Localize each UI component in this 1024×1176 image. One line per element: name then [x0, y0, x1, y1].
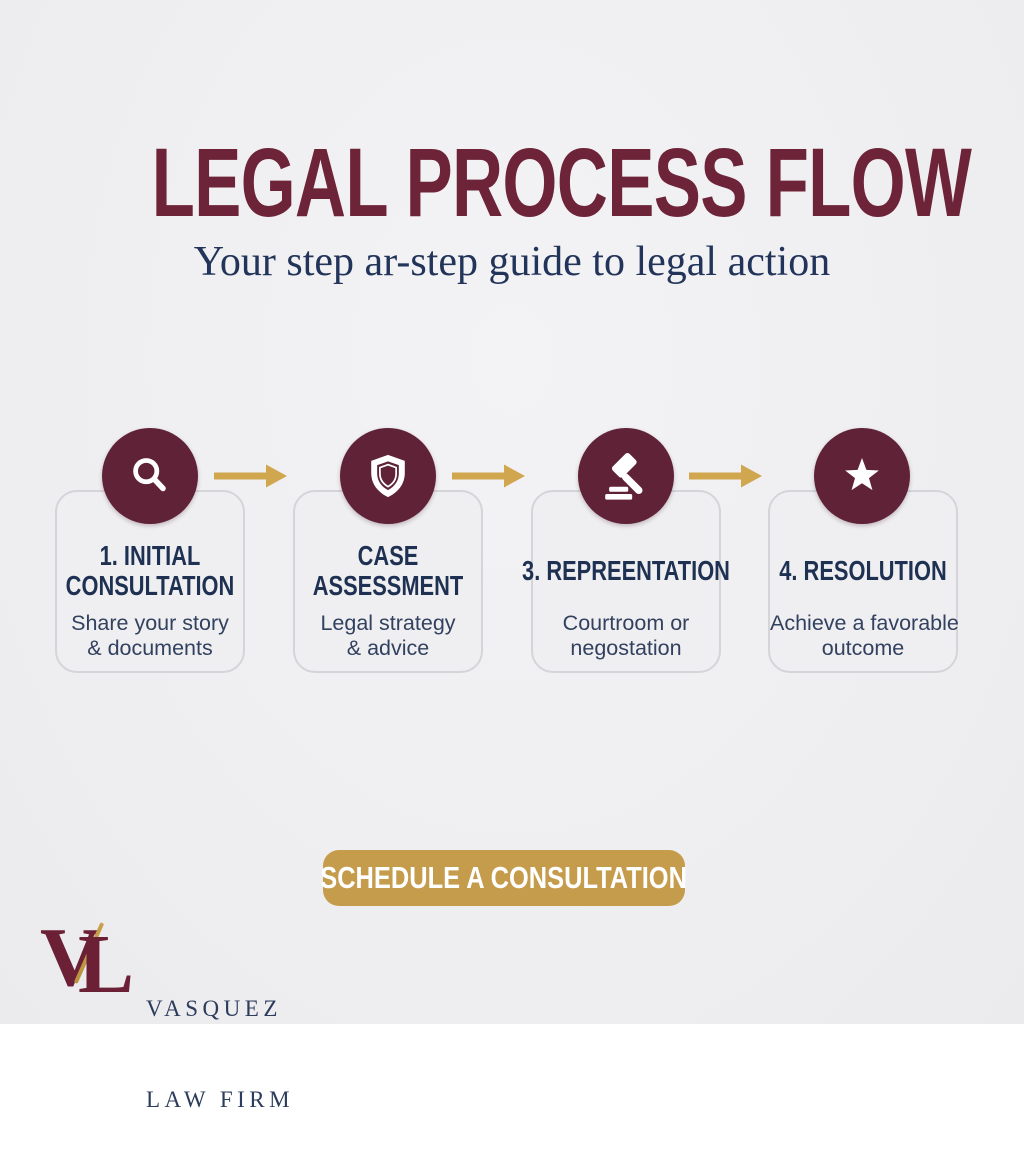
step-description: Share your story & documents — [71, 611, 229, 661]
infographic-canvas: LEGAL PROCESS FLOW Your step ar-step gui… — [0, 0, 1024, 1112]
step-title: 3. REPREENTATION — [522, 554, 730, 586]
step-description: Courtroom or negostation — [562, 611, 690, 661]
step4-icon-circle — [814, 428, 910, 524]
arrow-right-icon — [452, 464, 525, 488]
arrow-right-icon — [689, 464, 762, 488]
firm-name-line1: VASQUEZ — [146, 995, 282, 1021]
law-firm-logo: V L VASQUEZ LAW FIRM — [40, 916, 294, 1176]
firm-name-line2: LAW FIRM — [146, 1086, 295, 1112]
schedule-consultation-button[interactable]: SCHEDULE A CONSULTATION — [321, 850, 687, 906]
magnifier-icon — [133, 458, 166, 492]
star-icon — [845, 458, 879, 491]
page-title: LEGAL PROCESS FLOW — [151, 128, 972, 237]
shield-icon — [371, 454, 405, 498]
step3-icon-circle — [578, 428, 674, 524]
monogram-letter-v: V — [40, 911, 101, 1004]
step2-icon-circle — [340, 428, 436, 524]
vl-monogram: V L — [40, 916, 136, 1011]
step1-icon-circle — [102, 428, 198, 524]
step-title: 4. RESOLUTION — [779, 554, 947, 586]
step-title: 1. INITIAL CONSULTATION — [65, 539, 235, 601]
step-description: Achieve a favorable outcome — [770, 611, 959, 661]
page-subtitle: Your step ar-step guide to legal action — [193, 239, 831, 285]
step-card-representation: 3. REPREENTATION Courtroom or negostatio… — [522, 490, 730, 673]
step-description: Legal strategy & advice — [320, 611, 456, 661]
arrow-right-icon — [214, 464, 287, 488]
step-title: CASE ASSESSMENT — [312, 539, 464, 601]
firm-name: VASQUEZ LAW FIRM — [146, 922, 294, 1176]
gavel-icon — [605, 452, 643, 500]
monogram-letter-l: L — [78, 918, 135, 1011]
